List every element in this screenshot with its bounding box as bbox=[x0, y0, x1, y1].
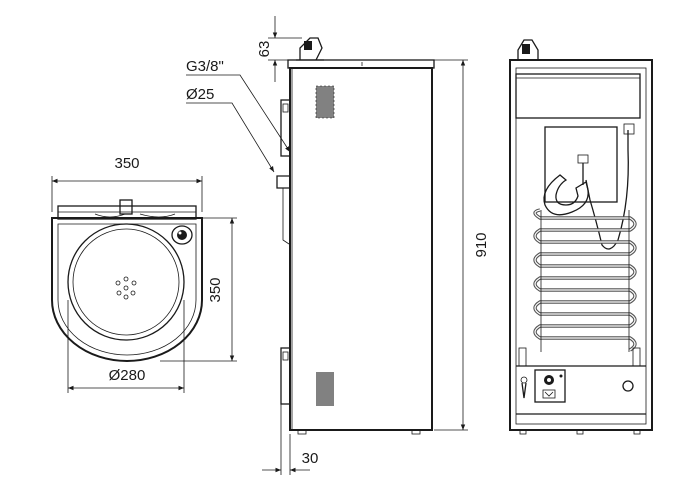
pipe-diameter-label: Ø25 bbox=[186, 86, 214, 103]
basin-depth-label: 350 bbox=[207, 277, 224, 302]
front-view bbox=[509, 39, 653, 435]
bowl-diameter-label: Ø280 bbox=[109, 367, 146, 384]
condenser-coil-icon bbox=[533, 208, 637, 352]
vent-grille-bottom-icon bbox=[316, 372, 334, 406]
side-view bbox=[186, 16, 468, 475]
basin-width-label: 350 bbox=[114, 155, 139, 172]
top-view bbox=[51, 176, 237, 393]
indicator-light-icon bbox=[622, 380, 634, 392]
spout-height-label: 63 bbox=[256, 41, 273, 58]
thread-size-label: G3/8" bbox=[186, 58, 224, 75]
vent-grille-top-icon bbox=[315, 85, 335, 119]
push-button-icon bbox=[171, 225, 193, 245]
overall-height-label: 910 bbox=[473, 232, 490, 257]
front-spout-icon bbox=[517, 39, 539, 60]
thermostat-knob-icon bbox=[520, 376, 528, 399]
spout-icon bbox=[296, 37, 324, 61]
wall-offset-label: 30 bbox=[302, 450, 319, 467]
control-box-icon bbox=[534, 369, 566, 403]
drain-icon bbox=[115, 276, 137, 300]
